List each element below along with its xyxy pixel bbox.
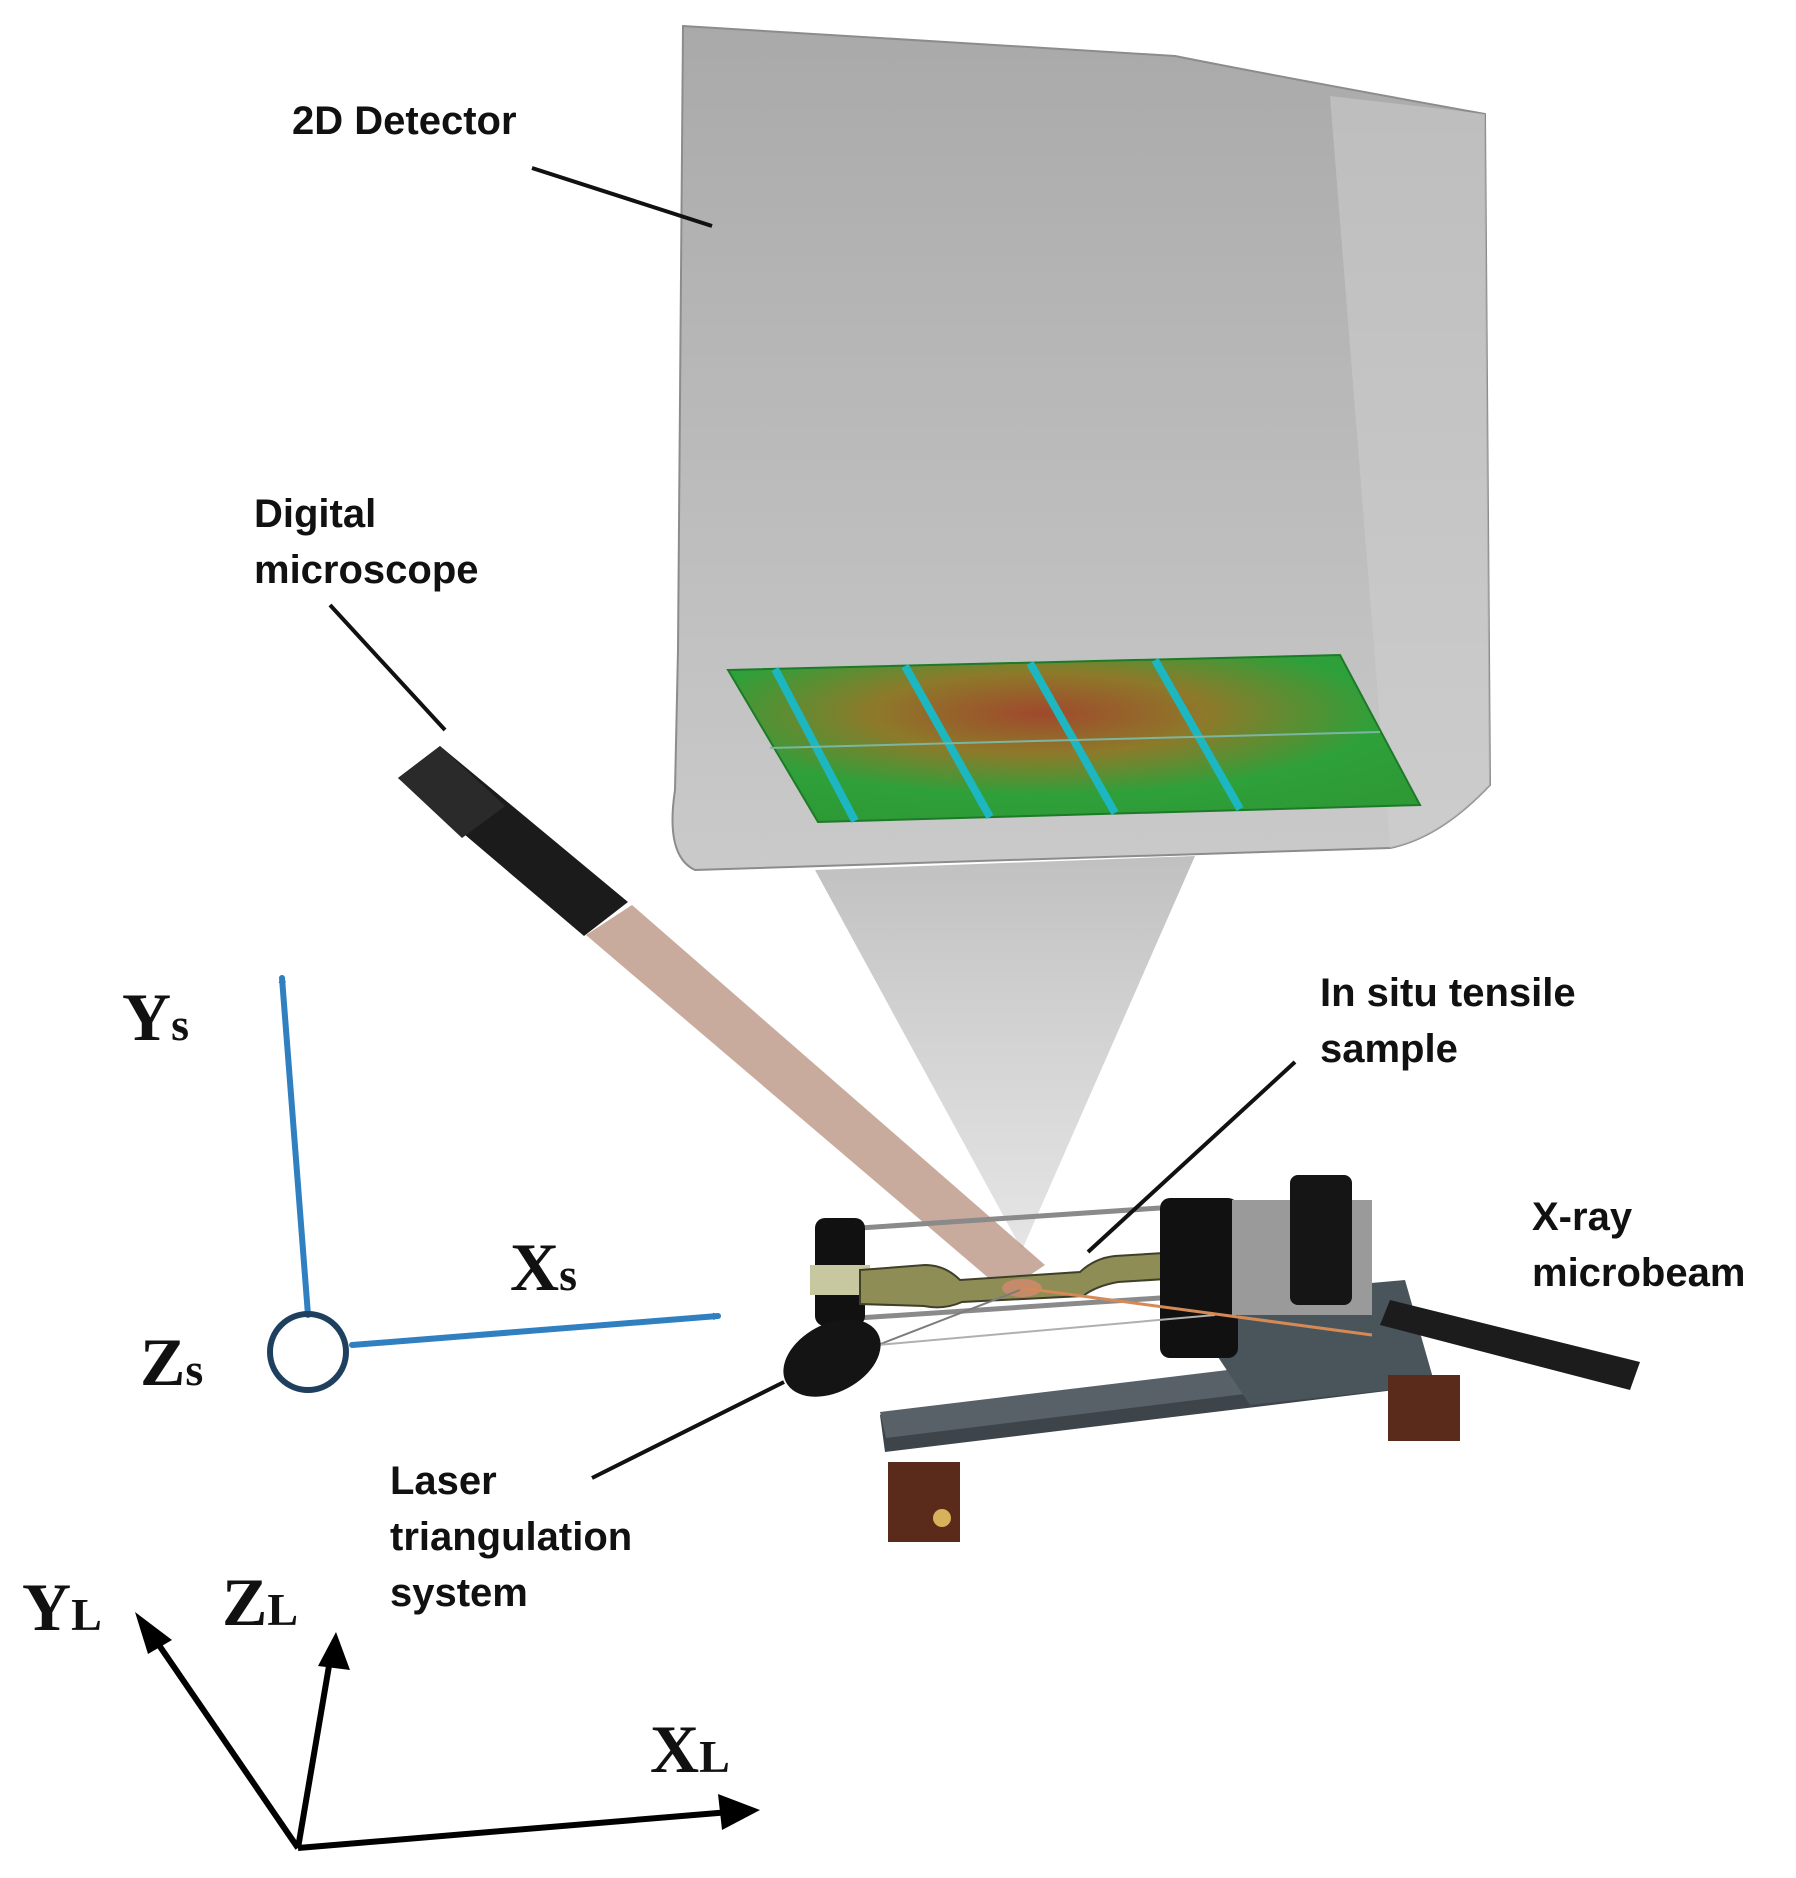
label-tensile-line-1: In situ tensile	[1320, 971, 1576, 1015]
leader-tensile	[1086, 1060, 1297, 1254]
laser-triangulation-sensor	[783, 1319, 881, 1397]
detector-panel-stripes	[771, 658, 1244, 823]
guide-rod-bottom	[857, 1293, 1191, 1321]
axis-label-xs: Xs	[510, 1229, 577, 1305]
laser-line-a	[877, 1289, 1021, 1346]
lab-y-axis-line	[147, 1630, 301, 1850]
detector-shell-side	[1330, 96, 1490, 848]
axis-label-zs: Zs	[140, 1324, 203, 1400]
sample-z-axis-circle	[267, 1311, 349, 1393]
label-laser-line-1: Laser	[390, 1459, 497, 1503]
right-grip	[1160, 1198, 1238, 1358]
sample-x-axis-arrow	[349, 1312, 721, 1348]
label-digital-microscope: Digital microscope	[254, 492, 479, 592]
leader-detector	[531, 166, 713, 228]
detector-panel-seam	[769, 731, 1381, 749]
leader-lines	[328, 166, 1297, 1480]
lab-x-axis-line	[297, 1809, 731, 1851]
load-cell-cap	[1290, 1175, 1352, 1305]
axis-label-ys: Ys	[122, 979, 189, 1055]
microscope-beam	[586, 905, 1045, 1292]
axis-label-zl: ZL	[222, 1564, 298, 1640]
label-tensile-line-2: sample	[1320, 1027, 1458, 1071]
sample-y-axis-arrow	[278, 975, 311, 1318]
label-laser-line-3: system	[390, 1571, 528, 1615]
label-laser-triangulation-system: Laser triangulation system	[390, 1459, 643, 1615]
detector-group	[671, 24, 1492, 1250]
label-microscope-line-2: microscope	[254, 548, 479, 592]
microscope-group	[398, 746, 1045, 1292]
xray-beam-line	[1021, 1286, 1373, 1337]
lab-axes: YL ZL XL	[22, 1564, 760, 1851]
xray-microbeam-tube	[1380, 1300, 1640, 1390]
label-microscope-line-1: Digital	[254, 492, 376, 536]
axis-label-yl: YL	[22, 1569, 102, 1645]
label-xray-microbeam: X-ray microbeam	[1532, 1195, 1745, 1295]
laser-line-b	[877, 1314, 1216, 1346]
diffraction-cone	[815, 856, 1195, 1250]
lab-x-axis-head	[718, 1794, 760, 1830]
tensile-stage-group	[783, 1175, 1640, 1542]
label-xray-line-1: X-ray	[1532, 1195, 1633, 1239]
stage-end-block-left	[888, 1462, 960, 1542]
lab-z-axis-line	[295, 1659, 333, 1849]
axis-label-xl: XL	[650, 1711, 730, 1787]
lab-z-axis-head	[318, 1632, 350, 1670]
label-laser-line-2: triangulation	[390, 1515, 632, 1559]
leader-laser	[591, 1380, 785, 1480]
guide-rod-top	[829, 1205, 1161, 1233]
label-2d-detector: 2D Detector	[292, 99, 517, 143]
label-in-situ-tensile-sample: In situ tensile sample	[1320, 971, 1587, 1071]
leader-microscope	[328, 603, 447, 732]
digital-microscope-cap	[398, 746, 505, 838]
label-xray-line-2: microbeam	[1532, 1251, 1745, 1295]
stage-rail	[880, 1360, 1318, 1438]
stage-end-block-right	[1388, 1375, 1460, 1441]
lab-y-axis-head	[135, 1612, 172, 1654]
sample-axes: Ys Xs Zs	[122, 975, 721, 1400]
stage-screw	[933, 1509, 951, 1527]
